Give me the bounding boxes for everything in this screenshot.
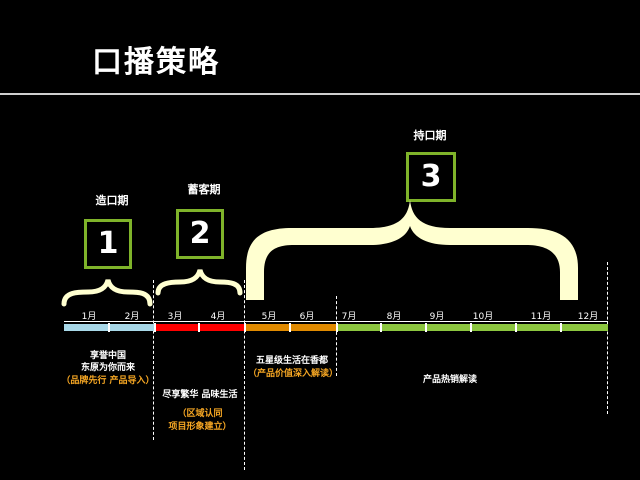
month-label: 9月 (429, 312, 445, 322)
month-tick (470, 323, 472, 332)
month-label: 2月 (124, 312, 140, 322)
month-tick (336, 323, 338, 332)
page-title: 口播策略 (92, 45, 220, 80)
month-tick (154, 323, 156, 332)
month-tick (560, 323, 562, 332)
month-tick (198, 323, 200, 332)
phase-3-brace (246, 200, 578, 300)
phase-2-brace (155, 269, 243, 296)
month-label: 10月 (472, 312, 494, 322)
phase-2-desc-line2: （区域认同 (177, 409, 223, 419)
phase-2-3-separator (244, 280, 245, 470)
month-tick (108, 323, 110, 332)
phase-1-desc-line3: （品牌先行 产品导入） (61, 376, 155, 386)
timeline-end-separator (607, 262, 608, 414)
month-label: 6月 (299, 312, 315, 322)
month-label: 12月 (577, 312, 599, 322)
phase-2-desc-line1: 尽享繁华 品味生活 (162, 390, 238, 400)
month-tick (425, 323, 427, 332)
month-tick (380, 323, 382, 332)
month-tick (515, 323, 517, 332)
month-tick (244, 323, 246, 332)
month-label: 3月 (167, 312, 183, 322)
phase-3a-desc-line1: 五星级生活在香都 (255, 356, 328, 366)
phase-2-label: 蓄客期 (187, 183, 221, 196)
timeline-top-rule (64, 321, 608, 322)
phase-3b-desc-line1: 产品热销解读 (422, 375, 477, 385)
month-label: 7月 (341, 312, 357, 322)
month-label: 11月 (530, 312, 552, 322)
month-label: 1月 (81, 312, 97, 322)
phase-2-desc-line3: 项目形象建立） (168, 422, 232, 432)
month-label: 4月 (210, 312, 226, 322)
phase-1-brace (61, 279, 153, 307)
phase-1-2-separator (153, 280, 154, 440)
month-label: 8月 (386, 312, 402, 322)
phase-1-label: 造口期 (95, 194, 129, 207)
phase-3-label: 持口期 (413, 129, 447, 142)
phase-3a-desc-line2: （产品价值深入解读） (247, 369, 338, 379)
phase-3-sub-separator (336, 296, 337, 376)
phase-3-number-box: 3 (406, 152, 456, 202)
month-tick (289, 323, 291, 332)
phase-1-number-box: 1 (84, 219, 132, 269)
phase-1-desc-line2: 东原为你而来 (80, 363, 135, 373)
phase-2-segment (156, 324, 244, 331)
month-label: 5月 (261, 312, 277, 322)
phase-1-desc-line1: 享誉中国 (89, 351, 126, 361)
phase-3b-segment (338, 324, 608, 331)
phase-3a-segment (246, 324, 336, 331)
phase-2-number-box: 2 (176, 209, 224, 259)
title-divider (0, 93, 640, 95)
